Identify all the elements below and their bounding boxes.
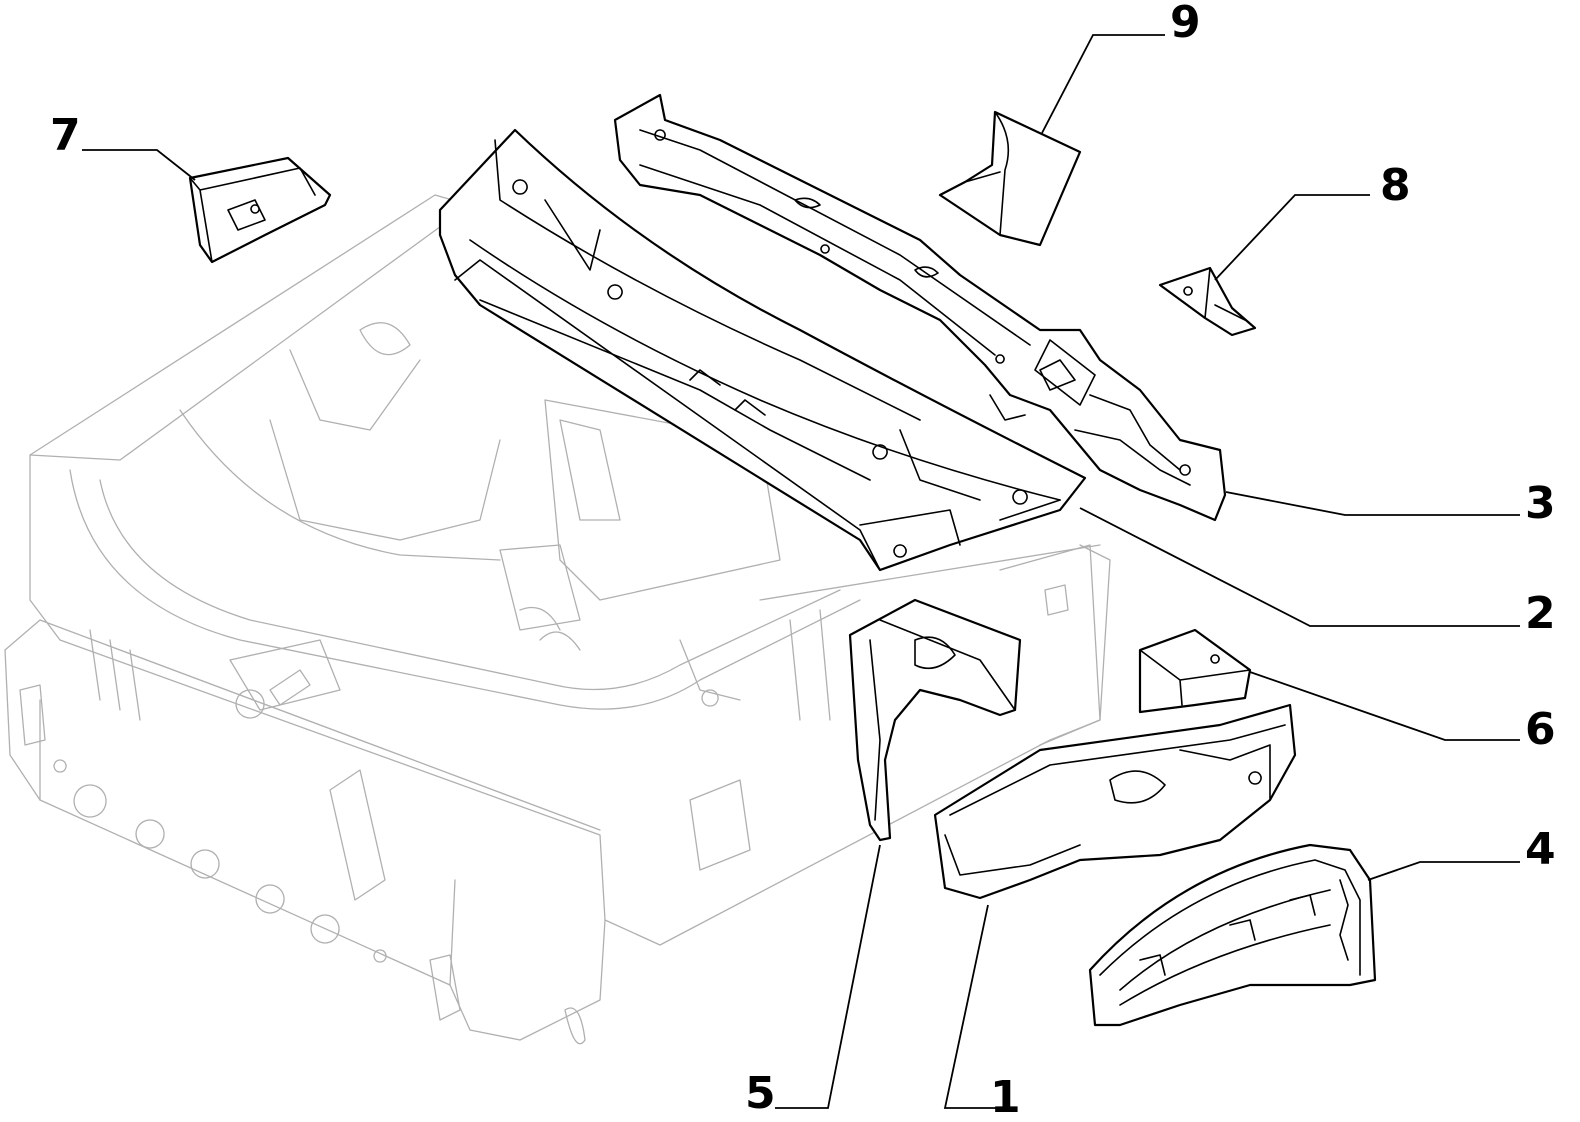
- part-1-longitudinal: [933, 703, 1297, 900]
- part-6-bracket: [1138, 628, 1252, 714]
- leader-4: [1367, 861, 1520, 881]
- callout-9: 9: [1170, 0, 1201, 48]
- leader-6: [1249, 671, 1520, 741]
- callout-5: 5: [745, 1068, 776, 1119]
- part-8-gusset: [1158, 266, 1257, 337]
- leader-1: [943, 904, 1008, 1109]
- callout-3: 3: [1525, 478, 1556, 529]
- callout-labels: 1 2 3 4 5 6 7 8 9: [50, 0, 1556, 1122]
- leader-3: [1225, 491, 1520, 516]
- callout-7: 7: [50, 110, 81, 161]
- callout-6: 6: [1525, 704, 1556, 755]
- callout-4: 4: [1525, 824, 1556, 875]
- leader-5: [775, 844, 881, 1109]
- part-2-cowl-panel: [438, 128, 1087, 572]
- part-7-bracket: [188, 156, 332, 264]
- leader-2: [1079, 507, 1520, 627]
- callout-1: 1: [990, 1072, 1021, 1122]
- leader-9: [1041, 34, 1165, 134]
- part-3-cross-member: [613, 93, 1227, 522]
- part-4-wheel-arch: [1088, 843, 1377, 1027]
- leader-lines: [82, 34, 1520, 1109]
- ghost-vehicle-body: [4, 194, 1111, 1045]
- leader-8: [1214, 194, 1370, 281]
- callout-2: 2: [1525, 588, 1556, 639]
- part-5-reinforcement: [848, 598, 1022, 842]
- part-9-panel: [938, 110, 1082, 247]
- leader-7: [82, 149, 196, 181]
- callout-8: 8: [1380, 160, 1411, 211]
